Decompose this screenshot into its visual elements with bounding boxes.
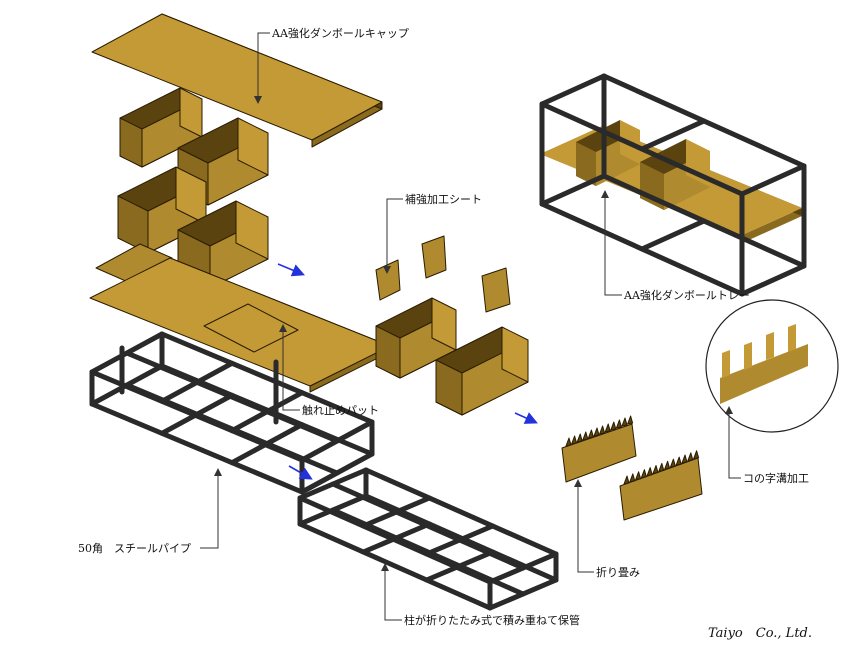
label-pad: 触れ止めパット xyxy=(302,403,379,417)
partition-a-tooth-8 xyxy=(610,421,617,431)
partition-a-tooth-1 xyxy=(571,435,578,445)
leader-cap xyxy=(254,32,270,104)
leader-stack xyxy=(381,563,402,621)
frame2-cross-26-0-hi xyxy=(298,494,368,526)
frame1-rail-32-2-hi xyxy=(160,364,374,456)
flow-arrow-2 xyxy=(288,465,313,480)
tray-frame-cross-100-1-hi xyxy=(640,219,706,251)
leader-pad xyxy=(279,324,300,411)
reinforcement-sheets xyxy=(375,235,511,313)
assembled-tray-unit xyxy=(539,73,807,297)
flow-arrow-1 xyxy=(277,263,305,277)
partition-b-tooth-12 xyxy=(693,450,700,460)
partition-a-tooth-10 xyxy=(621,417,628,427)
frame1-cross-32-1-hi xyxy=(160,393,234,435)
partition-b-tooth-4 xyxy=(646,467,653,477)
tray-frame-cross-100-0-hi xyxy=(540,174,606,206)
partition-a-tooth-9 xyxy=(615,419,622,429)
cardboard-base-tray xyxy=(89,257,391,393)
cardboard-boxes-middle xyxy=(375,297,529,416)
frame2-rail-26-0-hi xyxy=(298,522,492,610)
partition-a-tooth-4 xyxy=(587,429,594,439)
partition-a-tooth-7 xyxy=(604,423,611,433)
partition-b-tooth-9 xyxy=(675,456,682,466)
leader-pipe xyxy=(200,468,222,549)
label-sheet: 補強加工シート xyxy=(405,193,482,206)
box-b-right xyxy=(237,117,269,176)
sheet-c xyxy=(481,267,511,313)
frame1-cross-32-2-hi xyxy=(230,423,304,465)
partition-b-tooth-6 xyxy=(658,462,665,472)
leader-groove xyxy=(725,406,741,479)
pad-sheet xyxy=(203,303,299,353)
partition-a-tooth-3 xyxy=(582,431,589,441)
frame1-rail-32-0-hi xyxy=(90,402,304,494)
flow-arrows xyxy=(277,263,538,480)
leader-fold xyxy=(574,479,594,573)
tray-base-front xyxy=(740,208,802,244)
cardboard-boxes-left xyxy=(95,87,269,315)
tray-frame-cross-0-1-hi xyxy=(640,119,706,151)
sheet-a xyxy=(375,259,401,301)
partition-a-tooth-6 xyxy=(599,425,606,435)
partition-a xyxy=(561,423,637,483)
label-cap: AA強化ダンボールキャップ xyxy=(271,26,409,40)
tray-frame-cross-0-2-hi xyxy=(740,164,806,196)
partition-a-tooth-0 xyxy=(565,437,572,447)
cardboard-cap xyxy=(91,13,383,148)
partition-a-tooth-2 xyxy=(576,433,583,443)
partition-b-tooth-1 xyxy=(629,473,636,483)
frame2-rail-26-2-hi xyxy=(364,494,558,582)
leader-sheet xyxy=(383,198,403,274)
label-pipe: 50角 スチールパイプ xyxy=(78,542,191,555)
partition-b-tooth-5 xyxy=(652,465,659,474)
partition-b-tooth-11 xyxy=(687,452,694,462)
frame1-cross-32-3-hi xyxy=(300,452,374,494)
comb-tooth-0 xyxy=(722,350,730,378)
partition-b-tooth-7 xyxy=(664,460,671,470)
frame2-cross-0-0-hi xyxy=(298,468,368,500)
frame2-cross-26-3-hi xyxy=(488,578,558,610)
box-d-right xyxy=(235,200,269,260)
frame1-rail-0-2-hi xyxy=(160,332,374,424)
partition-a-tooth-11 xyxy=(627,415,634,425)
leader-lines xyxy=(200,32,741,621)
partition-b-tooth-3 xyxy=(640,469,647,479)
company-credit: Taiyo Co., Ltd. xyxy=(708,626,812,641)
frame2-rail-0-2-hi xyxy=(364,468,558,556)
comb-tooth-2 xyxy=(766,332,774,360)
label-stack: 柱が折りたたみ式で積み重ねて保管 xyxy=(404,613,580,627)
comb-body xyxy=(720,344,808,404)
groove-detail-circle xyxy=(705,299,839,433)
leader-tray xyxy=(601,190,622,296)
frame2-cross-26-2-hi xyxy=(425,550,495,582)
mbox-b-right xyxy=(501,326,529,383)
label-fold: 折り畳み xyxy=(596,565,640,579)
stacked-folded-frame xyxy=(297,467,559,611)
flap-a xyxy=(95,243,173,283)
frame1-cross-0-0-hi xyxy=(90,332,164,374)
tray-frame-cross-0-0-hi xyxy=(540,74,606,106)
label-groove: コの字溝加工 xyxy=(743,471,809,485)
tray-frame-cross-100-2-hi xyxy=(740,264,806,296)
flow-arrow-3 xyxy=(514,412,538,424)
partition-b-tooth-10 xyxy=(681,454,688,464)
tray-box-a-left xyxy=(576,142,596,186)
partition-a-tooth-5 xyxy=(593,427,600,437)
frame1-cross-32-0-hi xyxy=(90,364,164,406)
partition-b-tooth-8 xyxy=(669,458,676,468)
partition-b-tooth-2 xyxy=(635,471,642,481)
folded-partitions xyxy=(561,415,703,521)
frame2-cross-26-1-hi xyxy=(361,522,431,554)
label-tray: AA強化ダンボールトレー xyxy=(623,288,750,302)
sheet-b xyxy=(421,235,447,279)
steel-pipe-frame xyxy=(89,331,375,495)
cap-board-top xyxy=(91,13,383,141)
partition-b-tooth-0 xyxy=(623,475,630,485)
comb-tooth-1 xyxy=(744,342,752,370)
comb-tooth-3 xyxy=(788,324,796,352)
